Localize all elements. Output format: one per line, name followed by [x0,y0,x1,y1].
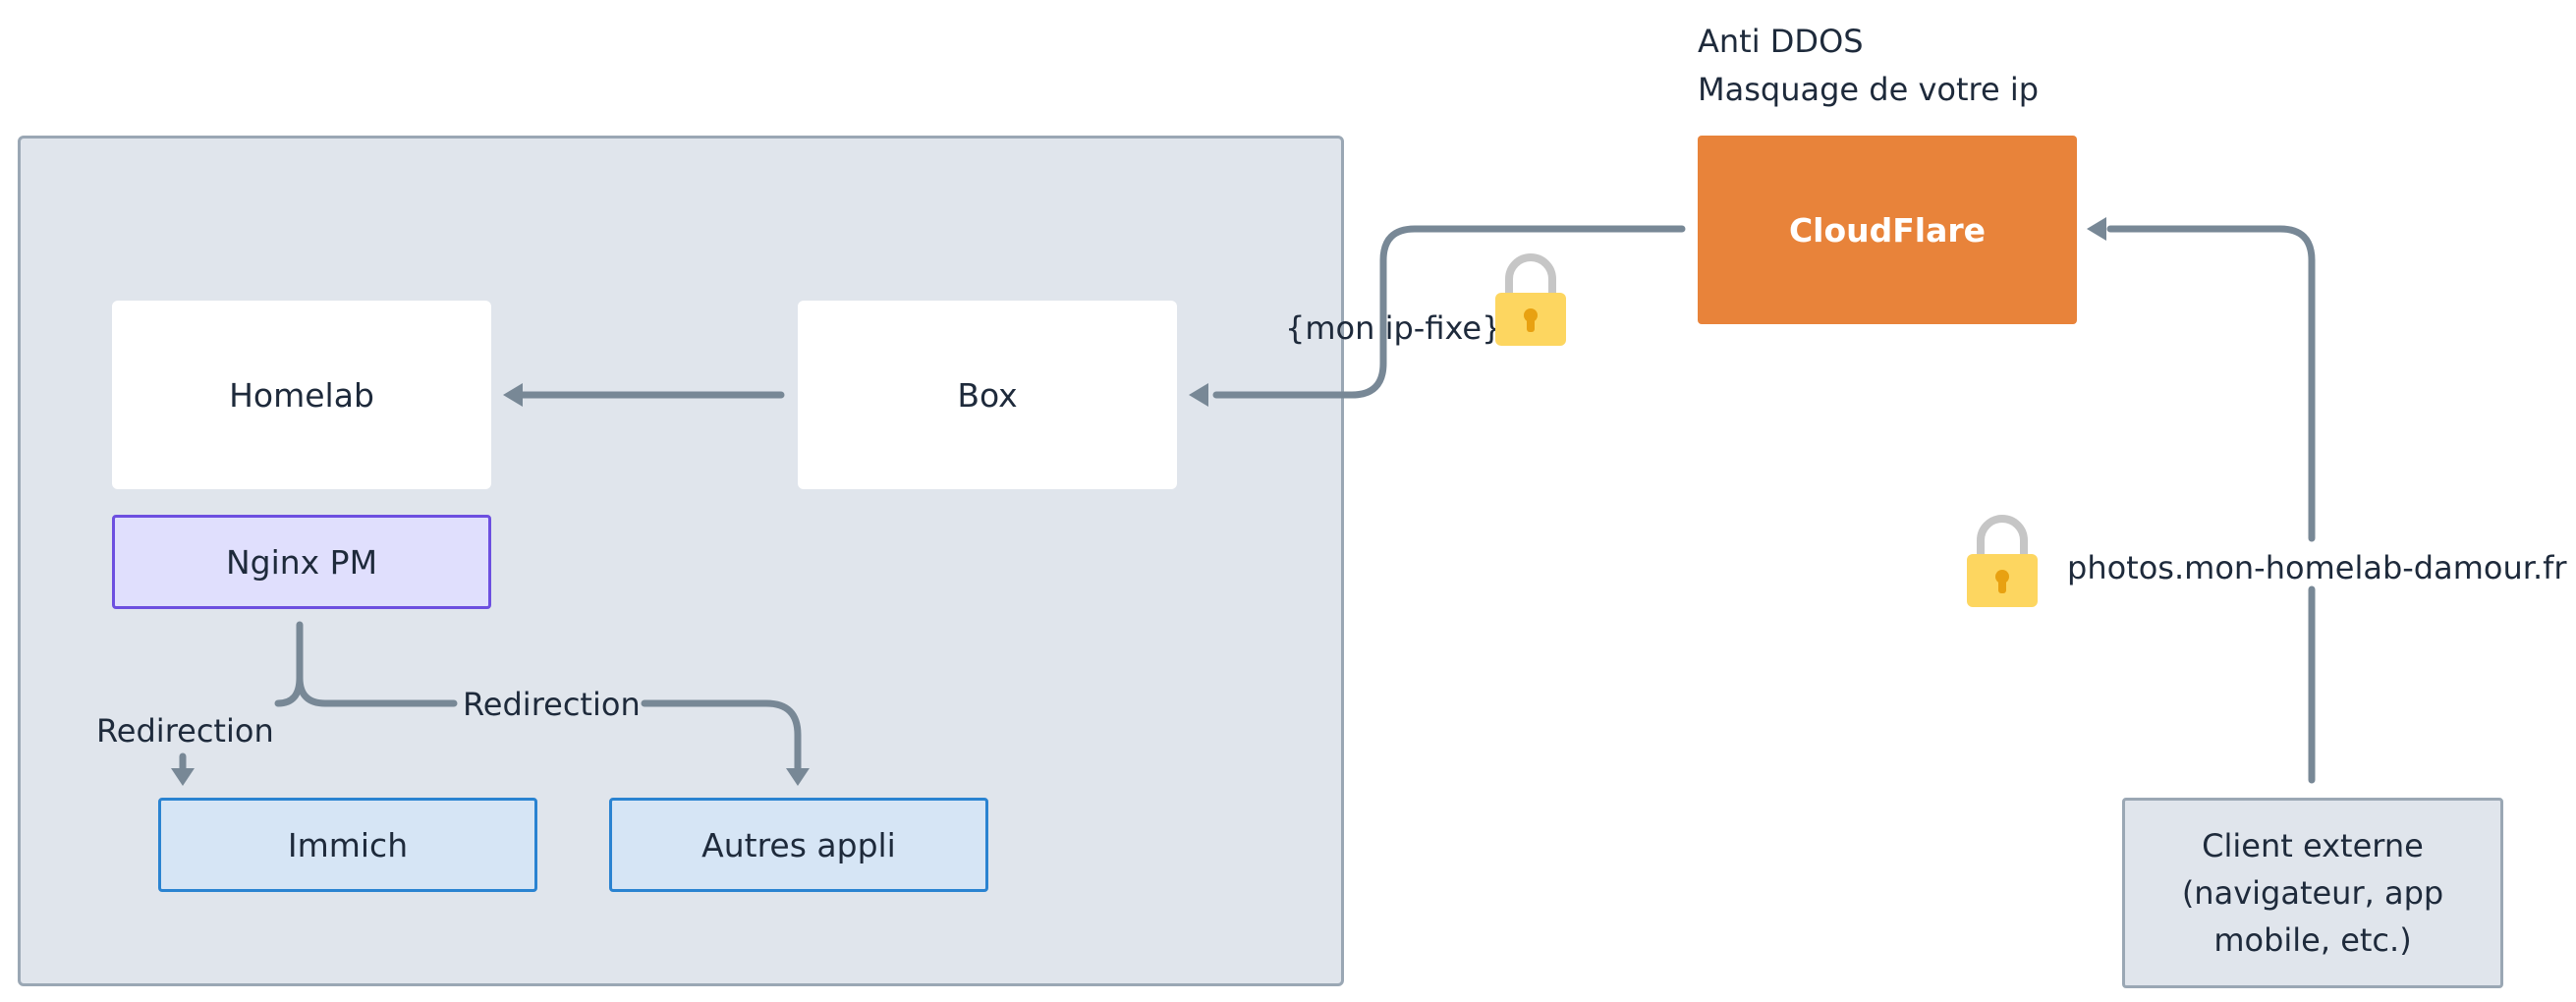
client-externe-node[interactable]: Client externe (navigateur, app mobile, … [2122,798,2503,988]
autres-appli-node[interactable]: Autres appli [609,798,988,892]
arrowhead-immich [171,768,195,786]
edge-cloudflare-to-box [1212,225,1686,399]
arrowhead-autres [786,768,810,786]
edge-nginx-to-autres [296,674,458,707]
immich-label: Immich [287,825,409,864]
lock-icon [1967,515,2038,607]
homelab-label: Homelab [229,375,374,415]
homelab-node[interactable]: Homelab [112,301,491,489]
lock-icon [1495,253,1566,346]
domain-label: photos.mon-homelab-damour.fr [2067,549,2567,586]
edge-client-to-cloudflare-upper [2106,225,2316,542]
client-externe-label: Client externe (navigateur, app mobile, … [2181,827,2444,959]
arrowhead-cloudflare [2087,217,2106,241]
redirection-left-label: Redirection [96,712,274,750]
box-node[interactable]: Box [798,301,1177,489]
arrowhead-homelab [503,383,523,407]
arrowhead-box [1189,383,1208,407]
edge-nginx-to-immich [274,621,304,707]
masquage-label: Masquage de votre ip [1698,71,2040,108]
cloudflare-node[interactable]: CloudFlare [1698,136,2077,324]
cloudflare-label: CloudFlare [1788,210,1987,250]
nginx-pm-label: Nginx PM [225,542,378,582]
immich-node[interactable]: Immich [158,798,537,892]
anti-ddos-label: Anti DDOS [1698,23,1864,60]
edge-nginx-to-autres-right [641,699,802,774]
nginx-pm-node[interactable]: Nginx PM [112,515,491,609]
ip-fixe-label: {mon ip-fixe} [1285,309,1502,347]
box-label: Box [957,375,1018,415]
autres-appli-label: Autres appli [701,825,896,864]
redirection-right-label: Redirection [463,686,641,723]
